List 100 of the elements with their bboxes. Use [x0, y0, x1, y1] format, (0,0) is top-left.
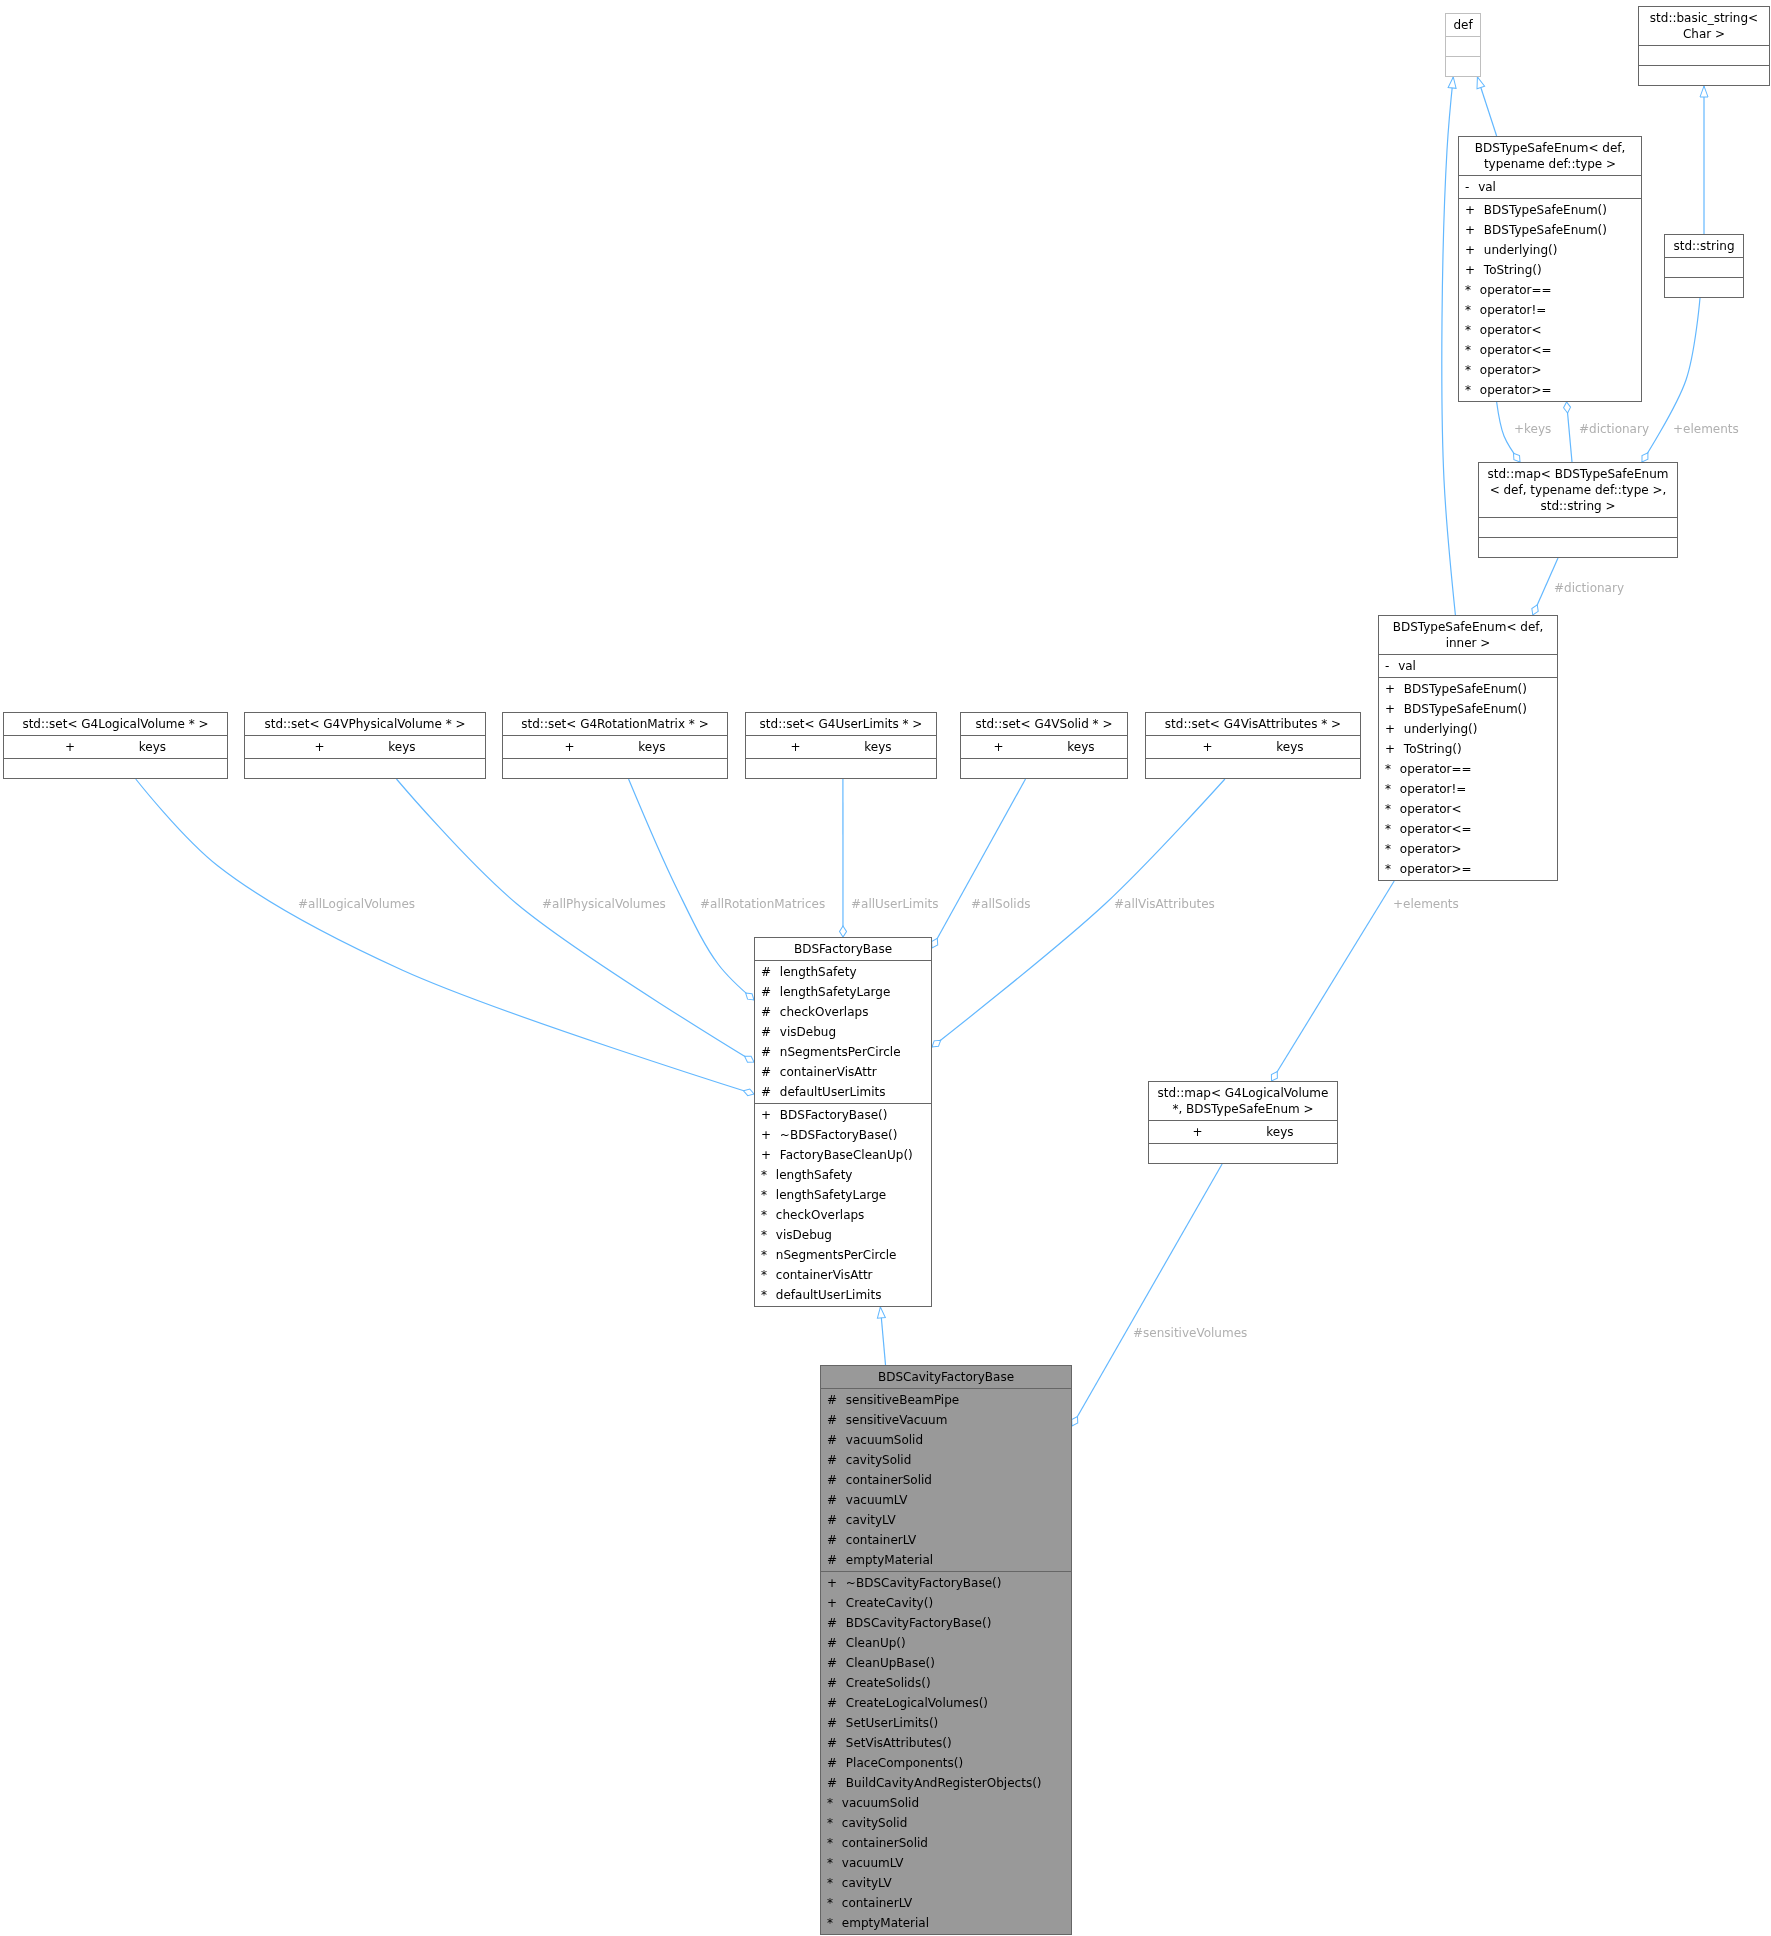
method-name: + underlying(): [1384, 721, 1479, 738]
edge-label: #dictionary: [1553, 581, 1625, 595]
attribute-name: + keys: [992, 739, 1096, 756]
method-name: + CreateCavity(): [826, 1595, 935, 1612]
method-name: * checkOverlaps: [760, 1207, 866, 1224]
attribute-name: # lengthSafety: [760, 964, 858, 981]
method-name: * operator<=: [1384, 821, 1473, 838]
method-name: + ToString(): [1464, 262, 1543, 279]
class-box: [960, 712, 1128, 779]
method-name: * nSegmentsPerCircle: [760, 1247, 898, 1264]
attribute-name: # containerSolid: [826, 1472, 933, 1489]
method-name: + BDSFactoryBase(): [760, 1107, 889, 1124]
attribute-name: + keys: [63, 739, 168, 756]
class-name: std::map< BDSTypeSafeEnum < def, typename def::type >, std::string >: [1486, 466, 1670, 515]
class-name: std::string: [1672, 238, 1736, 255]
method-name: # BDSCavityFactoryBase(): [826, 1615, 993, 1632]
attribute-name: + keys: [563, 739, 667, 756]
method-name: * operator<: [1384, 801, 1463, 818]
association-line: [1563, 401, 1573, 463]
class-box: [1664, 234, 1744, 298]
method-name: + ToString(): [1384, 741, 1463, 758]
method-name: * containerSolid: [826, 1835, 929, 1852]
method-name: * operator>: [1464, 362, 1543, 379]
method-name: * visDebug: [760, 1227, 833, 1244]
edge-label: #allVisAttributes: [1113, 897, 1216, 911]
attribute-name: # defaultUserLimits: [760, 1084, 887, 1101]
attribute-name: # cavityLV: [826, 1512, 897, 1529]
class-box: [1445, 13, 1481, 77]
class-box: [745, 712, 937, 779]
class-name: std::set< G4UserLimits * >: [758, 716, 924, 733]
method-name: # CreateSolids(): [826, 1675, 932, 1692]
attribute-name: # vacuumLV: [826, 1492, 909, 1509]
method-name: * lengthSafety: [760, 1167, 854, 1184]
method-name: * containerLV: [826, 1895, 914, 1912]
method-name: * operator>: [1384, 841, 1463, 858]
method-name: + FactoryBaseCleanUp(): [760, 1147, 914, 1164]
method-name: * vacuumSolid: [826, 1795, 920, 1812]
inheritance-arrow: [1476, 76, 1498, 137]
attribute-name: # visDebug: [760, 1024, 838, 1041]
class-box: [754, 937, 932, 1307]
attribute-name: + keys: [313, 739, 417, 756]
association-line: [395, 778, 755, 1063]
association-line: [931, 778, 1027, 949]
association-line: [1641, 297, 1701, 463]
method-name: + underlying(): [1464, 242, 1559, 259]
class-name: def: [1452, 17, 1474, 34]
method-name: + ~BDSFactoryBase(): [760, 1127, 899, 1144]
method-name: + BDSTypeSafeEnum(): [1464, 222, 1608, 239]
class-name: BDSCavityFactoryBase: [876, 1369, 1016, 1386]
attribute-name: # containerVisAttr: [760, 1064, 878, 1081]
class-name: BDSFactoryBase: [792, 941, 894, 958]
association-line: [1531, 557, 1559, 616]
class-name: std::basic_string< Char >: [1648, 10, 1760, 43]
edge-label: #sensitiveVolumes: [1132, 1326, 1249, 1340]
edge-label: #dictionary: [1578, 422, 1650, 436]
method-name: # CleanUp(): [826, 1635, 907, 1652]
association-line: [931, 778, 1226, 1048]
inheritance-arrow: [1441, 76, 1457, 616]
edge-label: +elements: [1392, 897, 1460, 911]
method-name: # SetUserLimits(): [826, 1715, 940, 1732]
edge-label: +elements: [1672, 422, 1740, 436]
method-name: * cavitySolid: [826, 1815, 909, 1832]
attribute-name: + keys: [1191, 1124, 1295, 1141]
class-box: [1638, 6, 1770, 86]
association-line: [839, 778, 847, 938]
attribute-name: + keys: [789, 739, 893, 756]
class-name: std::set< G4VisAttributes * >: [1163, 716, 1343, 733]
method-name: + ~BDSCavityFactoryBase(): [826, 1575, 1003, 1592]
method-name: # BuildCavityAndRegisterObjects(): [826, 1775, 1043, 1792]
attribute-name: # vacuumSolid: [826, 1432, 925, 1449]
attribute-name: # emptyMaterial: [826, 1552, 935, 1569]
association-line: [1071, 1163, 1223, 1427]
method-name: * vacuumLV: [826, 1855, 905, 1872]
attribute-name: # checkOverlaps: [760, 1004, 870, 1021]
method-name: + BDSTypeSafeEnum(): [1384, 701, 1528, 718]
method-name: * operator>=: [1384, 861, 1473, 878]
attribute-name: # containerLV: [826, 1532, 918, 1549]
attribute-name: # lengthSafetyLarge: [760, 984, 892, 1001]
method-name: * operator>=: [1464, 382, 1553, 399]
attribute-name: # sensitiveBeamPipe: [826, 1392, 961, 1409]
method-name: * lengthSafetyLarge: [760, 1187, 888, 1204]
association-line: [627, 778, 755, 1001]
association-line: [1270, 880, 1395, 1082]
class-box: [1148, 1081, 1338, 1164]
method-name: # CreateLogicalVolumes(): [826, 1695, 990, 1712]
inheritance-arrow: [876, 1306, 887, 1366]
edge-label: #allLogicalVolumes: [297, 897, 416, 911]
method-name: * operator!=: [1464, 302, 1548, 319]
class-box: [1145, 712, 1361, 779]
edge-label: #allSolids: [970, 897, 1032, 911]
inheritance-arrow: [1699, 85, 1709, 235]
class-name: BDSTypeSafeEnum< def, typename def::type >: [1473, 140, 1627, 173]
class-box: [502, 712, 728, 779]
attribute-name: # cavitySolid: [826, 1452, 913, 1469]
class-name: std::map< G4LogicalVolume *, BDSTypeSafeEnum >: [1156, 1085, 1330, 1118]
attribute-name: # sensitiveVacuum: [826, 1412, 949, 1429]
method-name: * defaultUserLimits: [760, 1287, 883, 1304]
edge-label: +keys: [1513, 422, 1553, 436]
edge-label: #allUserLimits: [850, 897, 940, 911]
association-line: [1496, 401, 1521, 463]
